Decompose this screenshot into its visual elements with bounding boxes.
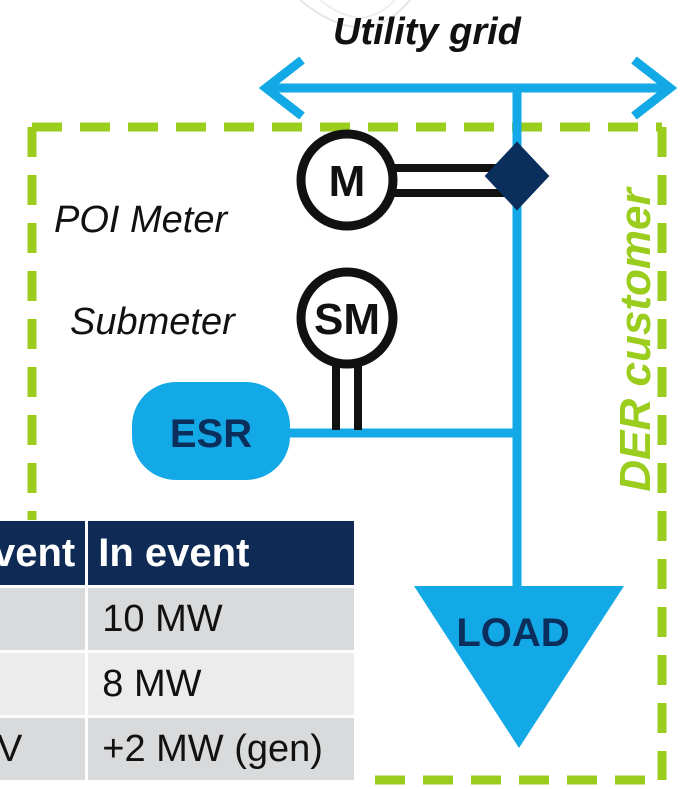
der-customer-label: DER customer [611, 186, 660, 492]
submeter-connection [332, 364, 362, 430]
submeter-letters: SM [314, 295, 380, 344]
table-row: 10 MW [0, 588, 355, 650]
table-cell: +2 MW (gen) [88, 718, 355, 780]
load-label: LOAD [456, 611, 569, 655]
event-table: vent In event 10 MW 8 MW V +2 MW (gen) [0, 518, 357, 783]
esr-box [132, 382, 290, 480]
submeter-symbol [296, 267, 398, 369]
submeter-label: Submeter [70, 301, 236, 343]
watermark-fragment-inner [319, 0, 396, 20]
table-header-cell: vent [0, 521, 86, 585]
poi-meter-label: POI Meter [54, 199, 228, 241]
table-header-row: vent In event [0, 521, 355, 585]
esr-label: ESR [170, 412, 252, 456]
table-cell [0, 653, 86, 715]
table-header-cell: In event [88, 521, 355, 585]
table-cell: 10 MW [88, 588, 355, 650]
poi-meter-symbol [296, 129, 398, 231]
utility-grid-arrow [258, 56, 678, 120]
der-customer-boundary [27, 122, 667, 785]
load-triangle [414, 586, 624, 748]
table-cell: 8 MW [88, 653, 355, 715]
poi-connection-diamond [484, 141, 550, 211]
table-cell [0, 588, 86, 650]
poi-meter-letter: M [329, 157, 366, 206]
table-cell: V [0, 718, 86, 780]
utility-grid-label: Utility grid [333, 11, 522, 53]
watermark-fragment [299, 0, 411, 30]
table-row: 8 MW [0, 653, 355, 715]
table-row: V +2 MW (gen) [0, 718, 355, 780]
